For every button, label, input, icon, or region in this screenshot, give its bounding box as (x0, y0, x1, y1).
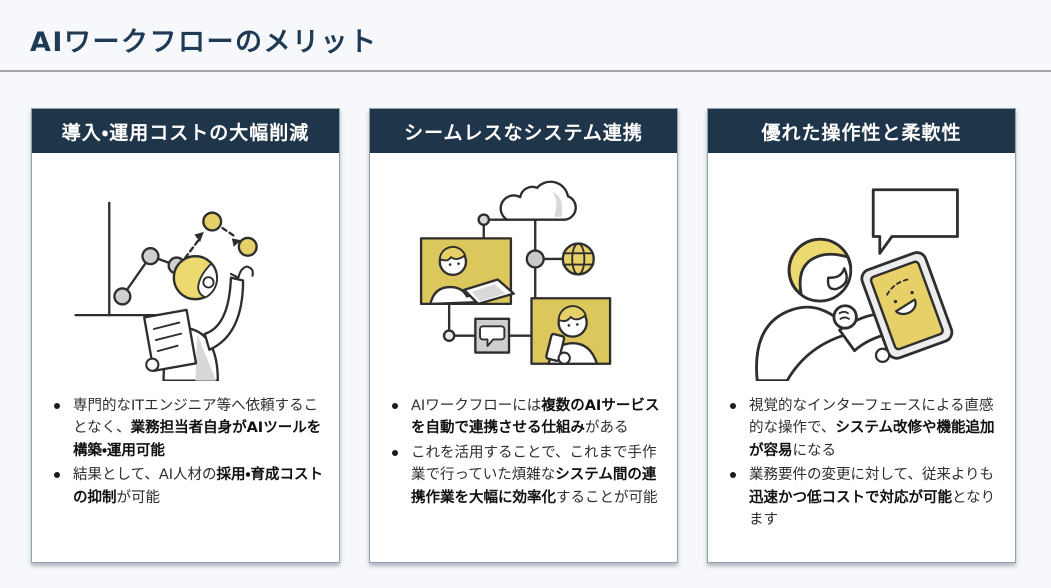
fist-fingers (838, 310, 850, 320)
speech-bubble (871, 188, 959, 255)
hand-on-tablet (874, 347, 890, 364)
bullet-text: AIワークフローには複数のAIサービスを自動で連携させる仕組みがある (411, 398, 660, 437)
person-hair (787, 237, 852, 296)
clipboard-paper (142, 308, 197, 373)
bullet-item: 結果として、AI人材の採用・育成コストの抑制が可能 (48, 464, 327, 509)
growth-chart-illustration (32, 153, 339, 393)
cloud-icon (499, 180, 577, 221)
video-panel-phone-person (529, 297, 611, 365)
globe-icon (561, 242, 595, 276)
bullet-text: 業務要件の変更に対して、従来よりも迅速かつ低コストで対応が可能となります (749, 467, 996, 529)
bullet-dot (392, 403, 398, 409)
node-hub (525, 249, 545, 269)
person-body (754, 305, 850, 381)
title-bar: AIワークフローのメリット (0, 0, 1051, 72)
network-illustration (370, 153, 677, 393)
screen-face-eye (893, 299, 897, 304)
page-title: AIワークフローのメリット (30, 27, 378, 58)
card-bullets: 視覚的なインターフェースによる直感的な操作で、システム改修や機能追加が容易になる… (708, 393, 1015, 562)
bullet-text: 視覚的なインターフェースによる直感的な操作で、システム改修や機能追加が容易になる (749, 398, 995, 459)
bullet-item: これを活用することで、これまで手作業で行っていた煩雑なシステム間の連携作業を大幅… (386, 442, 665, 509)
bullet-item: AIワークフローには複数のAIサービスを自動で連携させる仕組みがある (386, 395, 665, 440)
card-operability-flexibility: 優れた操作性と柔軟性 (707, 108, 1016, 563)
trend-dot-gray (112, 287, 131, 306)
node-small (476, 213, 490, 226)
bullet-dot (730, 472, 736, 479)
node-small (442, 329, 455, 343)
benefit-cards: 導入・運用コストの大幅削減 (31, 108, 1016, 563)
smiling-mouth (826, 267, 848, 291)
tablet-user-illustration (708, 153, 1015, 393)
bullet-dot (392, 449, 398, 456)
bullet-list: AIワークフローには複数のAIサービスを自動で連携させる仕組みがあるこれを活用す… (386, 395, 665, 509)
cloud-shading (551, 191, 562, 217)
bullet-text: これを活用することで、これまで手作業で行っていた煩雑なシステム間の連携作業を大幅… (411, 444, 658, 506)
bullet-text: 専門的なITエンジニア等へ依頼することなく、業務担当者自身がAIツールを構築・運… (73, 398, 322, 459)
bullet-item: 視覚的なインターフェースによる直感的な操作で、システム改修や機能追加が容易になる (724, 395, 1003, 462)
card-seamless-integration: シームレスなシステム連携 (369, 108, 678, 563)
bullet-dot (730, 403, 736, 409)
card-bullets: 専門的なITエンジニア等へ依頼することなく、業務担当者自身がAIツールを構築・運… (32, 393, 339, 562)
card-header: シームレスなシステム連携 (370, 109, 677, 153)
card-cost-reduction: 導入・運用コストの大幅削減 (31, 108, 340, 563)
card-header: 優れた操作性と柔軟性 (708, 109, 1015, 153)
forecast-arrow (183, 238, 200, 260)
tablet (859, 251, 953, 360)
person-pointing-at-growth-chart-icon (73, 201, 258, 381)
bullet-list: 視覚的なインターフェースによる直感的な操作で、システム改修や機能追加が容易になる… (724, 395, 1003, 532)
bullet-text: 結果として、AI人材の採用・育成コストの抑制が可能 (73, 467, 323, 506)
bullet-item: 業務要件の変更に対して、従来よりも迅速かつ低コストで対応が可能となります (724, 464, 1003, 531)
chat-bubble-box (473, 317, 510, 354)
body-shadow (194, 333, 216, 381)
bullet-dot (54, 403, 60, 409)
screen-face-hair (885, 278, 912, 296)
bullet-list: 専門的なITエンジニア等へ依頼することなく、業務担当者自身がAIツールを構築・運… (48, 395, 327, 509)
bullet-item: 専門的なITエンジニア等へ依頼することなく、業務担当者自身がAIツールを構築・運… (48, 395, 327, 462)
trend-dot-gray (140, 247, 160, 266)
screen-face-smile (894, 298, 917, 316)
screen-face-eye (909, 290, 914, 295)
video-panel-laptop-person (419, 237, 515, 306)
forecast-arrow (220, 226, 235, 237)
trend-dot-yellow (201, 211, 222, 232)
card-bullets: AIワークフローには複数のAIサービスを自動で連携させる仕組みがあるこれを活用す… (370, 393, 677, 562)
person-ear (201, 276, 215, 289)
people-network-cloud-globe-icon (419, 180, 611, 365)
bullet-dot (54, 472, 60, 479)
open-hand (229, 265, 254, 279)
trend-dot-yellow (237, 236, 258, 257)
holding-hand (144, 357, 159, 372)
raised-arm (203, 276, 244, 351)
person-holding-tablet-smiley-icon (754, 188, 959, 381)
card-header: 導入・運用コストの大幅削減 (32, 109, 339, 153)
